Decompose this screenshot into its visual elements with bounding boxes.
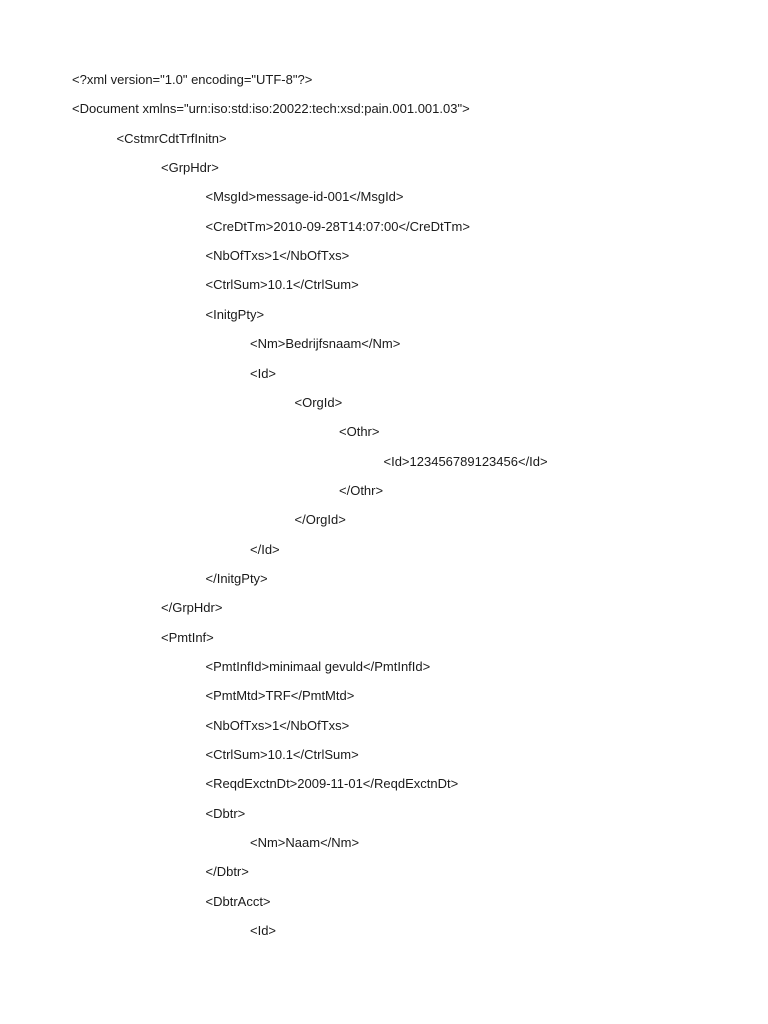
xml-line: <OrgId> [294, 394, 343, 410]
xml-line: <Id> [250, 365, 277, 381]
xml-line: <PmtInf> [161, 629, 214, 645]
xml-line: </OrgId> [294, 512, 346, 528]
xml-line: <Nm>Naam</Nm> [250, 835, 360, 851]
xml-line: </Id> [250, 541, 280, 557]
xml-line: <Nm>Bedrijfsnaam</Nm> [250, 336, 401, 352]
xml-line: <CtrlSum>10.1</CtrlSum> [205, 277, 359, 293]
xml-line: </GrpHdr> [161, 600, 223, 616]
xml-line: <NbOfTxs>1</NbOfTxs> [205, 717, 350, 733]
xml-line: <CreDtTm>2010-09-28T14:07:00</CreDtTm> [205, 218, 470, 234]
xml-line: </Othr> [339, 482, 384, 498]
xml-line: <CtrlSum>10.1</CtrlSum> [205, 747, 359, 763]
xml-line: <Id> [250, 923, 277, 939]
xml-line: <GrpHdr> [161, 160, 219, 176]
xml-line: <MsgId>message-id-001</MsgId> [205, 189, 404, 205]
xml-line: <PmtInfId>minimaal gevuld</PmtInfId> [205, 659, 431, 674]
xml-line: <Document xmlns="urn:iso:std:iso:20022:t… [72, 101, 470, 117]
xml-line: </Dbtr> [205, 864, 249, 880]
xml-line: <Othr> [339, 424, 380, 440]
xml-line: <?xml version="1.0" encoding="UTF-8"?> [72, 72, 313, 87]
xml-line: <Dbtr> [205, 805, 246, 821]
xml-line: <Id>123456789123456</Id> [383, 453, 548, 469]
xml-line: <InitgPty> [205, 306, 265, 322]
xml-line: </InitgPty> [205, 570, 268, 586]
xml-line: <NbOfTxs>1</NbOfTxs> [205, 248, 350, 264]
xml-line: <DbtrAcct> [205, 893, 271, 909]
xml-line: <ReqdExctnDt>2009-11-01</ReqdExctnDt> [205, 776, 459, 792]
xml-line: <CstmrCdtTrfInitn> [116, 130, 227, 146]
xml-line: <PmtMtd>TRF</PmtMtd> [205, 688, 355, 704]
